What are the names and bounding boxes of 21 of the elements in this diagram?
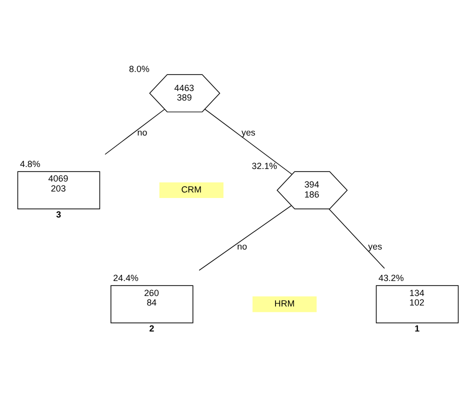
node-label: 2 xyxy=(149,324,154,334)
node-box: 4069 203 xyxy=(17,171,100,210)
node-label: 8.0% xyxy=(129,64,150,74)
label: CRM xyxy=(181,184,202,195)
node-label: 24.4% xyxy=(113,272,138,283)
node-label: 1 xyxy=(414,324,420,334)
label: HRM xyxy=(274,298,295,309)
connector xyxy=(104,109,165,155)
node-label: 43.2% xyxy=(378,272,404,283)
edge-label: no xyxy=(137,127,148,138)
edge-label: no xyxy=(237,242,248,252)
connector xyxy=(198,205,292,271)
connector xyxy=(328,208,385,269)
node-label: 32.1% xyxy=(252,161,278,172)
edge-label: yes xyxy=(241,127,256,138)
node-box: 260 84 xyxy=(110,285,194,324)
edge-label: yes xyxy=(368,242,382,252)
node-label: 3 xyxy=(56,209,62,220)
node-label: 4.8% xyxy=(20,158,40,169)
connector xyxy=(204,108,292,175)
node-box: 134 102 xyxy=(376,285,459,324)
